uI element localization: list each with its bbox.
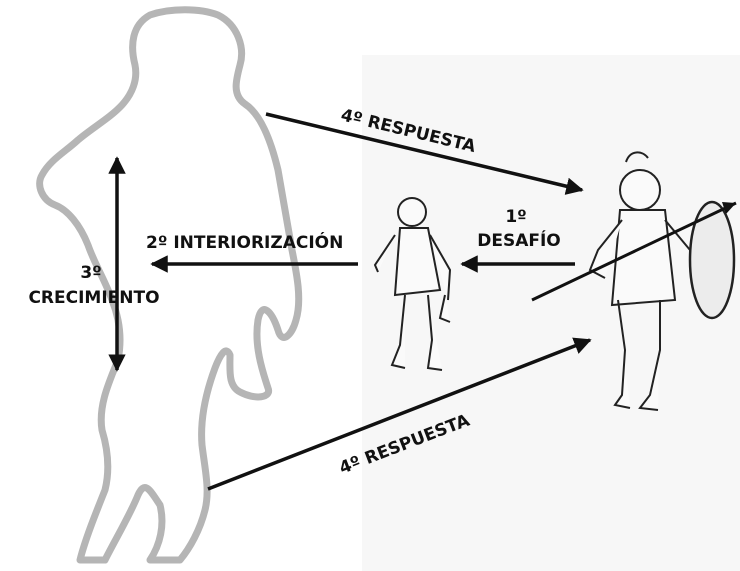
label-growth-line1: 3º xyxy=(80,263,101,283)
arrow-response-bottom xyxy=(207,337,592,491)
arrow-response-top xyxy=(265,112,584,195)
spear-icon xyxy=(531,201,737,302)
silhouette-outline-icon xyxy=(36,6,303,564)
small-figure-icon xyxy=(373,197,452,371)
label-growth: 3º CRECIMIENTO xyxy=(28,263,159,308)
label-growth-line2: CRECIMIENTO xyxy=(28,288,159,308)
armored-figure-icon xyxy=(588,151,691,411)
label-challenge-line1: 1º xyxy=(505,207,526,227)
illustration-background xyxy=(362,55,740,571)
label-challenge: 1º DESAFÍO xyxy=(477,207,561,251)
shield-icon xyxy=(688,200,736,320)
label-challenge-line2: DESAFÍO xyxy=(477,229,561,251)
label-internalization: 2º INTERIORIZACIÓN xyxy=(146,231,343,253)
spear-tip-icon xyxy=(722,202,736,214)
